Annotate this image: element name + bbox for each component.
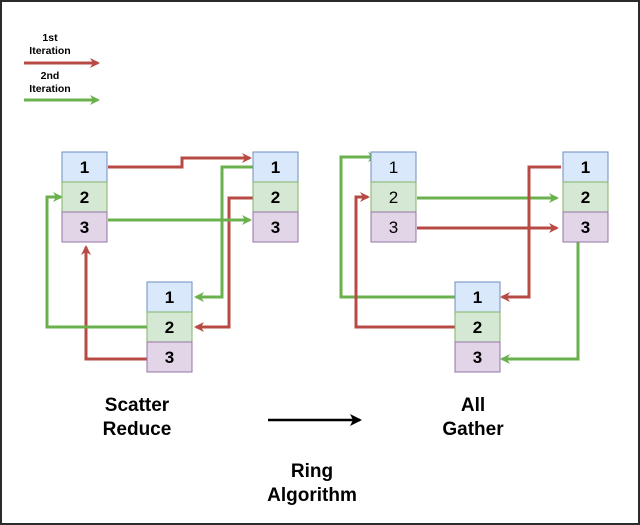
chunk-2-label: 2 <box>80 188 89 207</box>
chunk-2 <box>252 181 299 213</box>
arrow-sr-left1-to-right1 <box>108 153 252 169</box>
arrow-ag-bottom1-to-left1 <box>339 152 455 299</box>
chunk-2-label: 2 <box>165 318 174 337</box>
node-gather-left: 1 2 3 <box>370 151 417 243</box>
node-scatter-bottom: 1 2 3 <box>146 281 193 373</box>
chunk-2 <box>370 181 417 213</box>
node-gather-bottom: 1 2 3 <box>454 281 501 373</box>
legend-first-line2: Iteration <box>29 45 70 57</box>
arrow-ag-right1-to-bottom1 <box>500 165 561 302</box>
arrow-sr-right1-to-bottom1 <box>194 165 256 302</box>
chunk-3 <box>370 211 417 243</box>
caption-scatter-line1: Scatter <box>105 395 170 416</box>
chunk-3-label: 3 <box>473 348 482 367</box>
chunk-3-label: 3 <box>581 218 590 237</box>
legend-first-line1: 1st <box>42 32 58 44</box>
chunk-1 <box>146 281 193 313</box>
arrow-sr-right2-to-bottom2 <box>194 196 260 332</box>
caption-gather-line2: Gather <box>442 419 504 440</box>
chunk-1-label: 1 <box>581 158 590 177</box>
chunk-3-label: 3 <box>80 218 89 237</box>
chunk-3 <box>61 211 108 243</box>
caption-ring-line1: Ring <box>291 461 333 482</box>
chunk-2-label: 2 <box>473 318 482 337</box>
arrow-ag-right3-to-bottom3 <box>500 242 580 364</box>
arrow-sr-bottom2-to-left2 <box>45 192 147 329</box>
chunk-1-label: 1 <box>271 158 280 177</box>
scatter-reduce-arrows <box>45 153 260 361</box>
legend-second-line1: 2nd <box>41 70 60 82</box>
all-gather-arrows <box>339 152 580 364</box>
arrow-sr-bottom3-to-left3 <box>81 245 147 361</box>
chunk-3-label: 3 <box>165 348 174 367</box>
node-gather-right: 1 2 3 <box>562 151 609 243</box>
captions: Scatter Reduce All Gather Ring Algorithm <box>103 395 505 506</box>
chunk-3 <box>252 211 299 243</box>
chunk-2-label: 2 <box>389 188 398 207</box>
caption-scatter-line2: Reduce <box>103 419 172 440</box>
chunk-2 <box>61 181 108 213</box>
node-scatter-left: 1 2 3 <box>61 151 108 243</box>
chunk-2 <box>562 181 609 213</box>
chunk-1 <box>252 151 299 183</box>
chunk-3 <box>454 341 501 373</box>
legend-second-line2: Iteration <box>29 83 70 95</box>
chunk-3-label: 3 <box>271 218 280 237</box>
node-scatter-right: 1 2 3 <box>252 151 299 243</box>
caption-gather-line1: All <box>461 395 485 416</box>
chunk-2-label: 2 <box>271 188 280 207</box>
arrow-ag-bottom2-to-left2 <box>354 192 455 329</box>
chunk-3-label: 3 <box>389 218 398 237</box>
chunk-1-label: 1 <box>473 288 482 307</box>
chunk-3 <box>146 341 193 373</box>
chunk-1-label: 1 <box>80 158 89 177</box>
chunk-1 <box>370 151 417 183</box>
chunk-2-label: 2 <box>581 188 590 207</box>
chunk-3 <box>562 211 609 243</box>
chunk-1-label: 1 <box>165 288 174 307</box>
chunk-1-label: 1 <box>389 158 398 177</box>
caption-ring-line2: Algorithm <box>267 485 357 506</box>
legend: 1st Iteration 2nd Iteration <box>24 32 100 105</box>
